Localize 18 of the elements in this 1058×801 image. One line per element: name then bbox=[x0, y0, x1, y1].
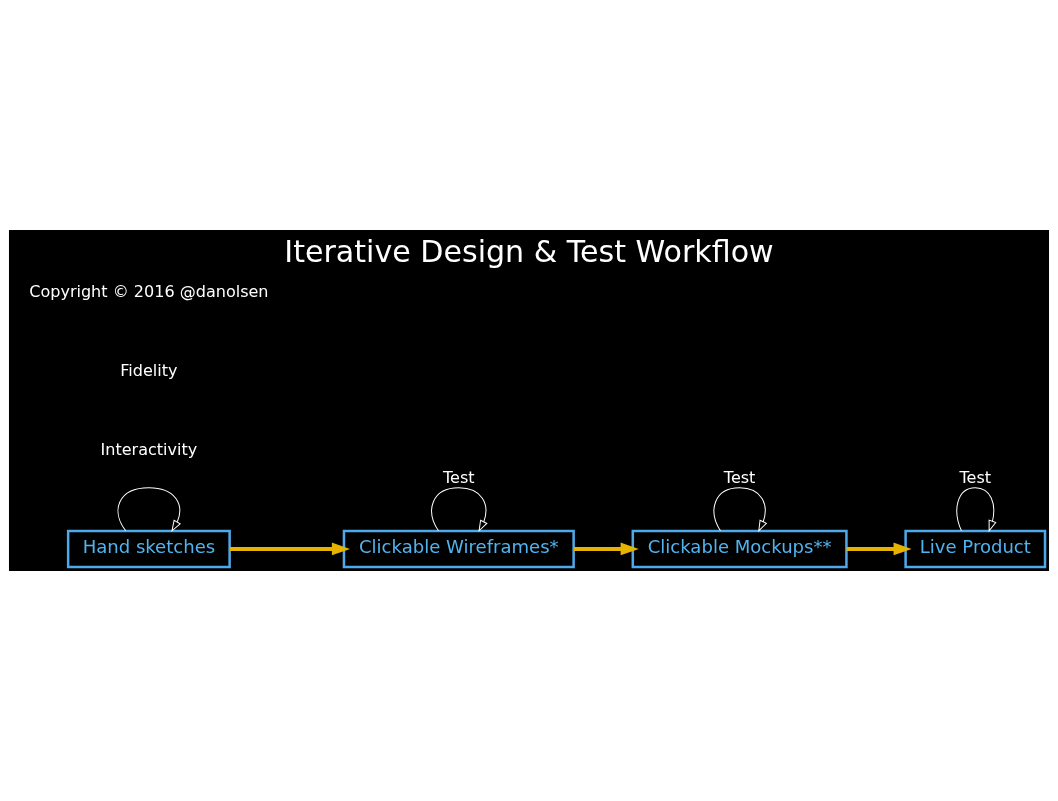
node-box: Clickable Wireframes* bbox=[342, 529, 575, 569]
arrow bbox=[574, 542, 639, 556]
arrow bbox=[956, 487, 997, 532]
arrow bbox=[230, 542, 350, 556]
diagram-title: Iterative Design & Test Workflow bbox=[284, 234, 774, 270]
node-box: Clickable Mockups** bbox=[631, 529, 848, 569]
arrow bbox=[713, 487, 767, 532]
label: Interactivity bbox=[100, 440, 198, 460]
edge-label: Test bbox=[443, 467, 475, 487]
arrow bbox=[846, 542, 912, 556]
arrow bbox=[117, 487, 181, 532]
node-box: Hand sketches bbox=[66, 529, 231, 569]
label: Fidelity bbox=[120, 361, 178, 381]
edge-label: Test bbox=[723, 467, 756, 487]
edge-label: Test bbox=[959, 467, 992, 487]
node-box: Live Product bbox=[904, 529, 1047, 569]
arrow bbox=[431, 487, 488, 532]
label: Copyright © 2016 @danolsen bbox=[29, 282, 269, 301]
